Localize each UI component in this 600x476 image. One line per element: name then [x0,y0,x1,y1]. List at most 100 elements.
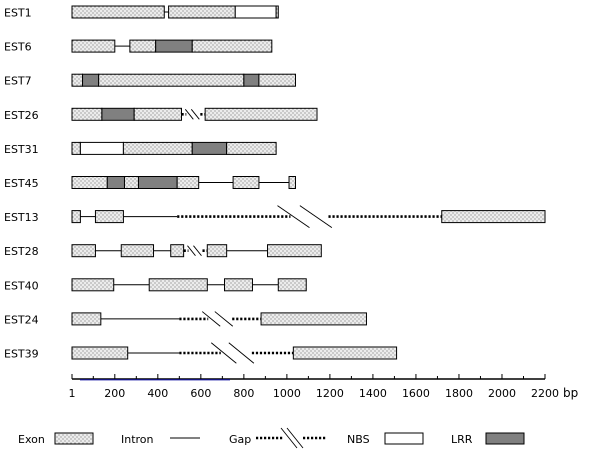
gap-break-slash [214,311,234,327]
exon-box [133,107,182,121]
gene-row-label: EST13 [4,211,39,224]
legend-gap-label: Gap [229,433,251,446]
exon-box [275,5,279,19]
gene-row-label: EST40 [4,279,39,292]
gene-row-label: EST45 [4,177,39,190]
legend-lrr-label: LRR [451,433,473,446]
exon-box [168,5,236,19]
exon-box [191,39,273,53]
axis-tick-label: 1200 [316,387,344,400]
exon-box [176,176,200,189]
gene-row: EST45 [4,176,296,190]
exon-box [288,176,296,189]
exon-box [120,244,155,258]
axis-tick-label: 400 [147,387,168,400]
exon-box [148,278,208,292]
legend-intron-label: Intron [121,433,154,446]
gene-row: EST24 [4,311,367,327]
exon-box [258,73,296,87]
legend-lrr-swatch [485,432,525,445]
gap-break-slash [187,245,196,256]
lrr-box [137,176,178,189]
axis-tick-label: 1800 [445,387,473,400]
axis-tick-label: 2200 [531,387,559,400]
gap-break-slash [193,245,202,256]
exon-box [71,5,165,19]
axis-tick-label: 1400 [359,387,387,400]
gene-row-label: EST26 [4,109,39,122]
legend-gap-slash-2 [286,427,304,449]
gap-break-slash [277,205,310,228]
exon-box [71,39,116,53]
gene-row-label: EST28 [4,245,39,258]
gene-row-label: EST24 [4,313,39,326]
axis-tick-label: 1 [69,387,76,400]
exon-box [129,39,157,53]
axis-unit-label: bp [563,386,578,400]
lrr-box [101,107,135,121]
lrr-box [106,176,125,189]
gene-row-label: EST39 [4,348,39,361]
legend-exon-swatch [54,432,94,445]
gene-row: EST1 [4,5,279,20]
axis-tick-label: 600 [190,387,211,400]
legend-nbs-swatch [384,432,424,445]
exon-box [71,210,81,224]
exon-box [98,73,245,87]
exon-box [71,107,103,121]
lrr-box [191,141,228,155]
exon-box [441,210,546,224]
exon-box [71,244,96,258]
legend-exon-label: Exon [18,433,45,446]
exon-box [224,278,253,292]
gene-row-label: EST1 [4,7,32,20]
exon-box [71,141,81,155]
exon-box [277,278,307,292]
gap-break-slash [184,109,194,120]
gene-row-label: EST31 [4,143,39,156]
lrr-box [243,73,260,87]
exon-box [170,244,185,258]
lrr-box [155,39,193,53]
gene-row: EST40 [4,278,307,292]
legend-nbs-label: NBS [347,433,370,446]
gene-row: EST13 [4,205,546,228]
exon-box [94,210,124,224]
gene-row-label: EST6 [4,41,32,54]
gene-row: EST28 [4,244,322,258]
exon-box [226,141,277,155]
exon-box [292,346,398,360]
exon-box [71,73,84,87]
gene-row: EST6 [4,39,273,54]
gap-break-slash [190,109,200,120]
exon-box [71,176,108,189]
nbs-box [234,5,277,19]
gap-break-slash [201,311,221,327]
axis-tick-label: 800 [233,387,254,400]
gene-row: EST31 [4,141,277,156]
gap-break-slash [210,342,237,364]
exon-box [71,346,129,360]
exon-box [123,176,139,189]
exon-box [260,312,367,326]
exon-box [267,244,322,258]
legend: Exon Intron Gap NBS LRR [18,427,525,449]
gene-row-label: EST7 [4,75,32,88]
exon-box [204,107,318,121]
nbs-box [79,141,124,155]
axis-tick-label: 1600 [402,387,430,400]
exon-box [206,244,228,258]
exon-box [71,312,102,326]
gap-break-slash [228,342,255,364]
axis-tick-label: 2000 [488,387,516,400]
lrr-box [82,73,100,87]
legend-gap-slash-1 [280,427,298,449]
gene-row: EST7 [4,73,296,88]
gap-break-slash [299,205,333,228]
exon-box [122,141,193,155]
axis-tick-label: 1000 [273,387,301,400]
axis-tick-label: 200 [104,387,125,400]
